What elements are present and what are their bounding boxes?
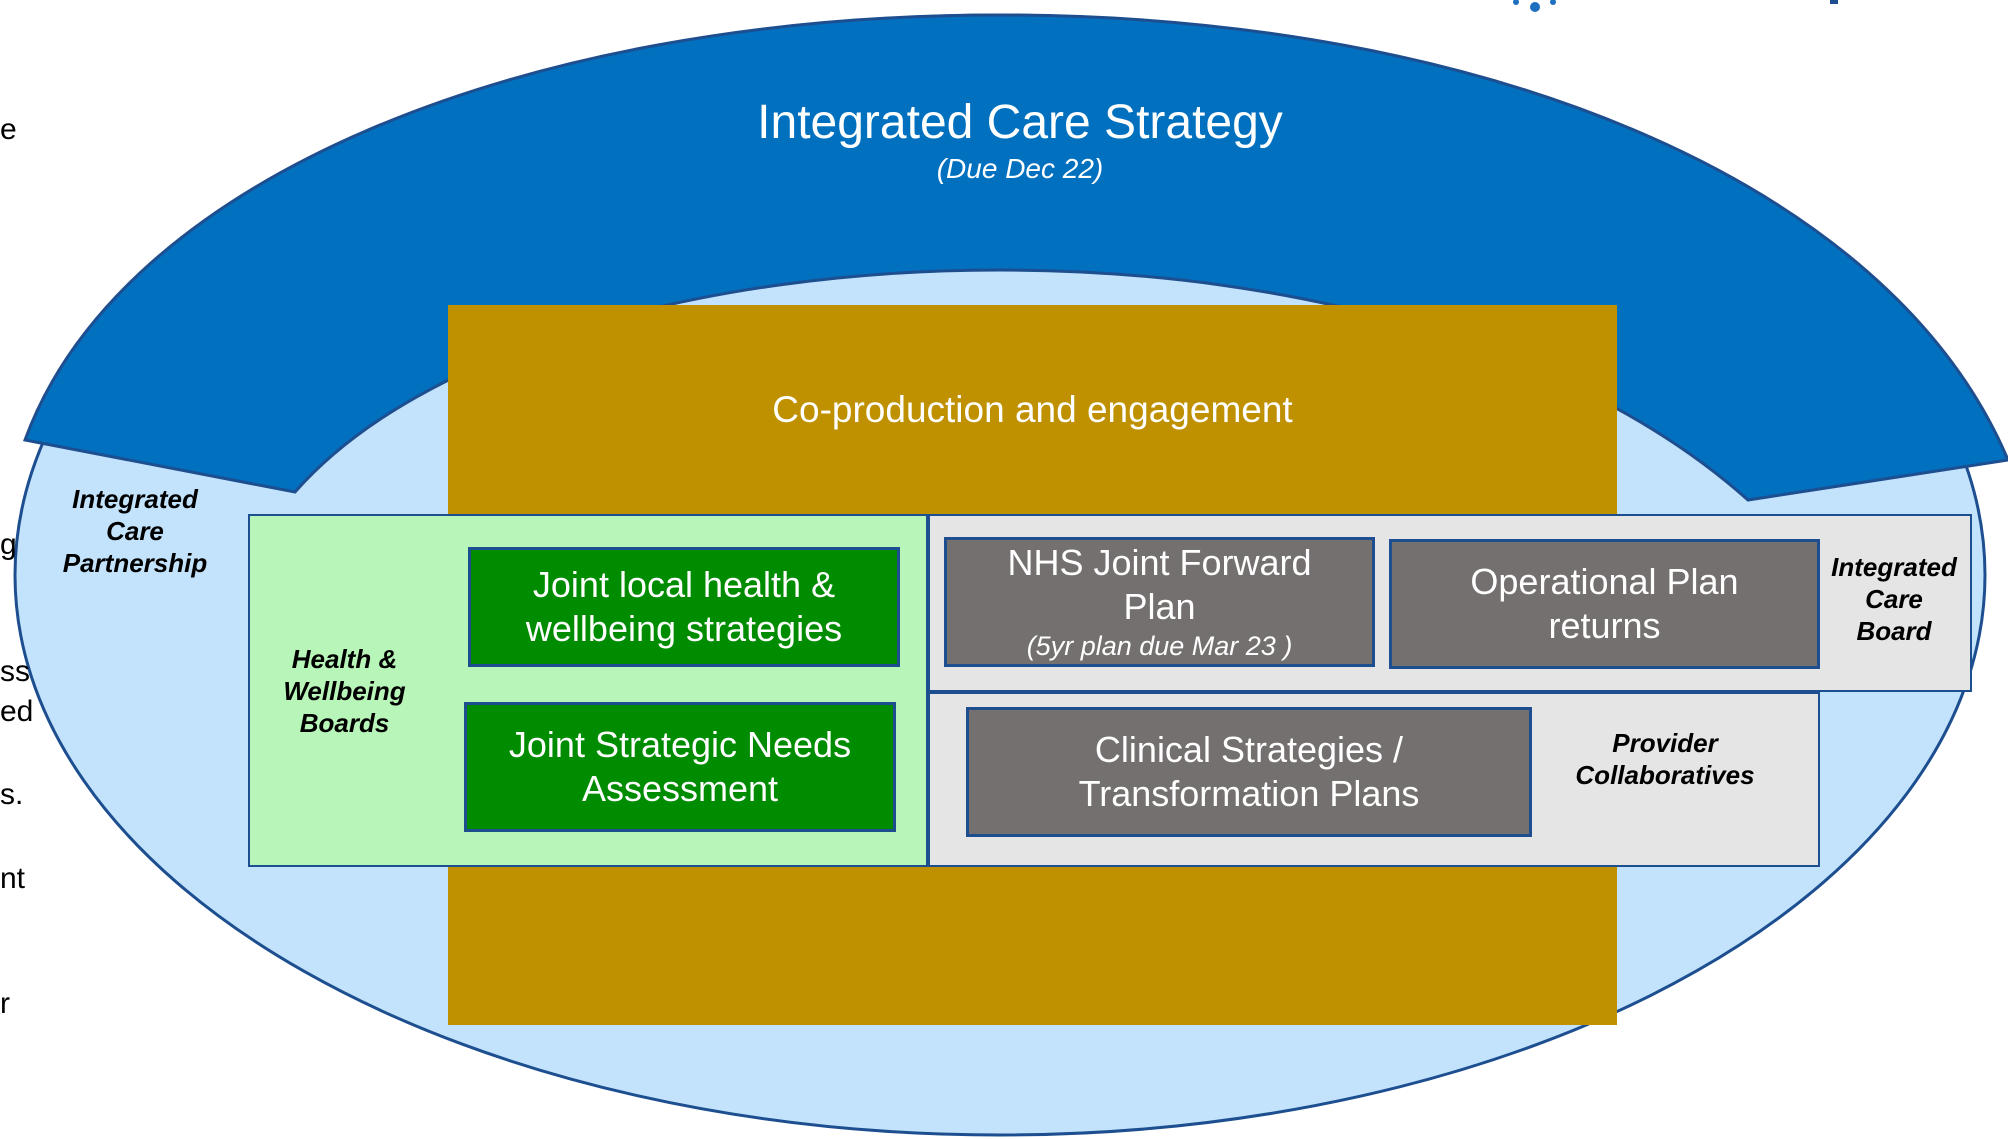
cut-fragment: ss	[0, 655, 30, 688]
cut-fragment: r	[0, 987, 10, 1020]
operational-plan-box: Operational Plan returns	[1389, 539, 1820, 669]
icp-label: Integrated Care Partnership	[62, 484, 208, 578]
cut-fragment: s.	[0, 778, 24, 811]
coproduction-text: Co-production and engagement	[772, 389, 1293, 430]
clinical-strategies-text: Clinical Strategies / Transformation Pla…	[1078, 729, 1420, 814]
cut-fragment: ed	[0, 695, 34, 728]
cut-fragment: nt	[0, 862, 26, 895]
icb-label: Integrated Care Board	[1831, 552, 1957, 646]
provider-label: Provider Collaboratives	[1575, 728, 1755, 790]
jsna-text: Joint Strategic Needs Assessment	[508, 724, 852, 809]
strategy-subtitle: (Due Dec 22)	[936, 153, 1104, 184]
cut-fragment: e	[0, 113, 17, 146]
clinical-strategies-box: Clinical Strategies / Transformation Pla…	[966, 707, 1532, 837]
nhs-jfp-box: NHS Joint Forward Plan (5yr plan due Mar…	[944, 537, 1375, 667]
jhws-box: Joint local health & wellbeing strategie…	[468, 547, 900, 667]
strategy-arc	[22, 13, 2008, 502]
jhws-text: Joint local health & wellbeing strategie…	[525, 564, 843, 649]
cut-fragment: g	[0, 528, 17, 561]
strategy-title: Integrated Care Strategy	[757, 96, 1283, 149]
operational-plan-text: Operational Plan returns	[1470, 561, 1739, 646]
logo-dot-icon	[1550, 0, 1556, 5]
nhs-jfp-note: (5yr plan due Mar 23 )	[1026, 631, 1293, 661]
hwb-label: Health & Wellbeing Boards	[283, 644, 406, 738]
logo-dot-icon	[1513, 0, 1519, 5]
logo-dot-icon	[1530, 2, 1540, 12]
coproduction-label: Co-production and engagement	[448, 305, 1617, 515]
logo-fragment	[1830, 0, 1838, 4]
nhs-jfp-text: NHS Joint Forward Plan	[1007, 542, 1312, 627]
jsna-box: Joint Strategic Needs Assessment	[464, 702, 896, 832]
